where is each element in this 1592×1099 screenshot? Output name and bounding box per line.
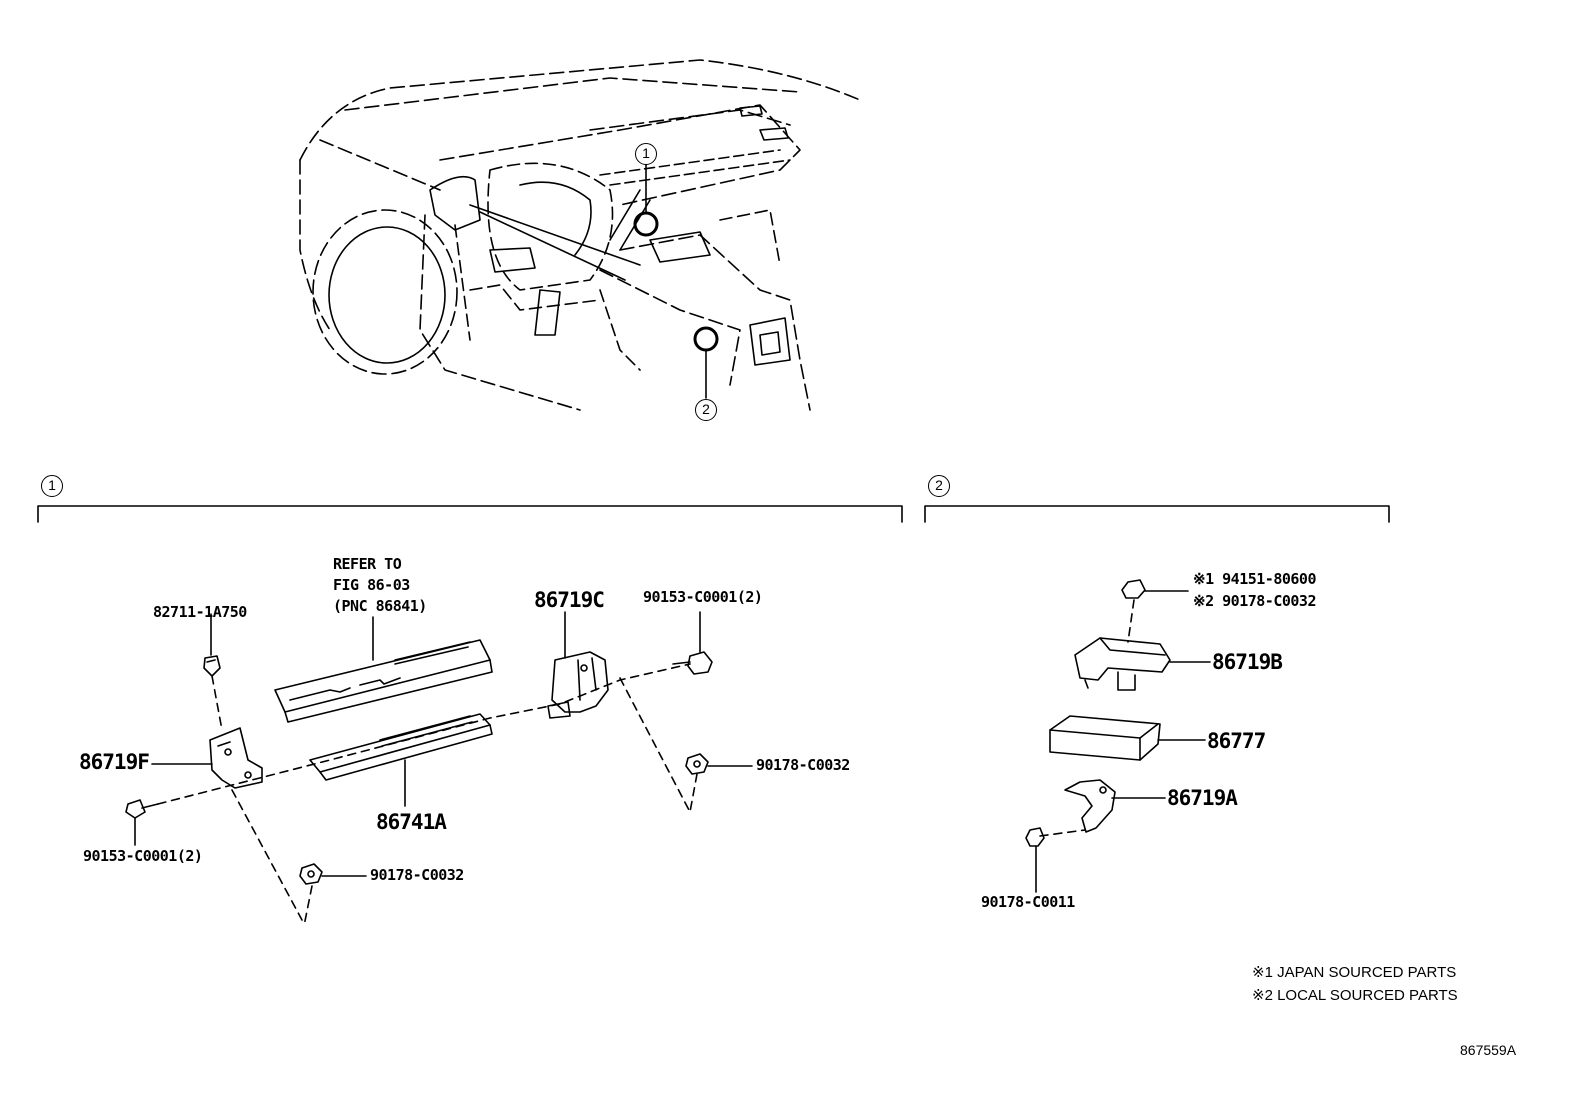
refer-to-line1: REFER TO bbox=[333, 555, 402, 573]
callout-2-overview: 2 bbox=[695, 399, 717, 421]
part-label-86741A[interactable]: 86741A bbox=[376, 810, 447, 834]
location-marker-1 bbox=[633, 211, 659, 237]
bracket-86719C-part bbox=[547, 611, 609, 719]
part-label-90153-left[interactable]: 90153-C0001(2) bbox=[83, 847, 203, 865]
bracket-86719F-part bbox=[151, 727, 263, 789]
part-label-90153-right[interactable]: 90153-C0001(2) bbox=[643, 588, 763, 606]
nut-90178-lower-part bbox=[299, 863, 367, 885]
callout-1-overview: 1 bbox=[635, 143, 657, 165]
control-module-part bbox=[274, 616, 493, 723]
part-label-90178-right[interactable]: 90178-C0032 bbox=[756, 756, 850, 774]
nut-94151-part bbox=[1121, 579, 1189, 599]
part-label-90178-C0032-local[interactable]: ※2 90178-C0032 bbox=[1193, 592, 1316, 610]
center-console bbox=[599, 209, 811, 411]
section-1-bracket bbox=[37, 505, 903, 523]
nut-90178-right-part bbox=[685, 753, 753, 775]
part-label-86719F[interactable]: 86719F bbox=[79, 750, 150, 774]
vehicle-interior-illustration bbox=[299, 59, 861, 411]
part-label-86719B[interactable]: 86719B bbox=[1212, 650, 1283, 674]
front-wheel bbox=[312, 209, 458, 375]
module-86777-part bbox=[1049, 715, 1206, 761]
section-2-bracket bbox=[924, 505, 1390, 523]
bolt-90153-left-part bbox=[125, 799, 159, 846]
part-label-94151-80600[interactable]: ※1 94151-80600 bbox=[1193, 570, 1316, 588]
part-label-86719A[interactable]: 86719A bbox=[1167, 786, 1238, 810]
figure-id: 867559A bbox=[1460, 1042, 1517, 1058]
note-japan-sourced: ※1 JAPAN SOURCED PARTS bbox=[1252, 964, 1457, 981]
washer-90178-c0011-part bbox=[1025, 827, 1045, 893]
refer-to-line2: FIG 86-03 bbox=[333, 576, 410, 594]
part-label-90178-C0011[interactable]: 90178-C0011 bbox=[981, 893, 1075, 911]
bracket-86719A-part bbox=[1064, 779, 1166, 833]
receiver-86741A-part bbox=[309, 713, 493, 807]
part-label-86719C[interactable]: 86719C bbox=[534, 588, 605, 612]
part-label-82711-1A750[interactable]: 82711-1A750 bbox=[153, 603, 247, 621]
refer-to-line3: (PNC 86841) bbox=[333, 597, 427, 615]
part-label-90178-lower[interactable]: 90178-C0032 bbox=[370, 866, 464, 884]
clip-82711-part bbox=[203, 613, 221, 677]
location-marker-2 bbox=[693, 326, 719, 352]
callout-2-section-heading: 2 bbox=[928, 475, 950, 497]
part-label-86777[interactable]: 86777 bbox=[1207, 729, 1266, 753]
bolt-90153-right-part bbox=[672, 611, 713, 675]
bracket-86719B-part bbox=[1074, 637, 1211, 691]
note-local-sourced: ※2 LOCAL SOURCED PARTS bbox=[1252, 987, 1458, 1004]
callout-1-section-heading: 1 bbox=[41, 475, 63, 497]
